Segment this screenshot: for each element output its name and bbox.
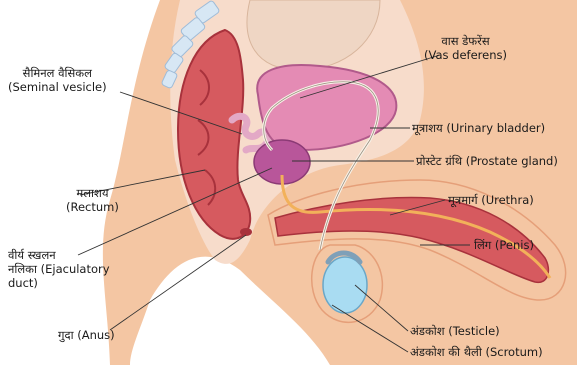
label-scrotum: अंडकोश की थैली (Scrotum) — [410, 345, 543, 359]
label-urethra: मूत्रमार्ग (Urethra) — [448, 193, 534, 207]
anus — [240, 228, 252, 236]
label-penis: लिंग (Penis) — [474, 238, 534, 252]
label-testicle: अंडकोश (Testicle) — [410, 324, 500, 338]
label-ejaculatory-duct: वीर्य स्खलन नलिका (Ejaculatory duct) — [8, 248, 110, 290]
label-prostate-gland: प्रोस्टेट ग्रंथि (Prostate gland) — [416, 154, 558, 168]
testicle — [323, 257, 367, 313]
label-seminal-vesicle: सैमिनल वैसिकल (Seminal vesicle) — [8, 66, 107, 94]
label-anus: गुदा (Anus) — [58, 328, 115, 342]
label-vas-deferens: वास डेफरेंस (Vas deferens) — [424, 34, 507, 62]
label-urinary-bladder: मूत्राशय (Urinary bladder) — [412, 121, 545, 135]
label-rectum: मलाशय (Rectum) — [66, 186, 119, 214]
